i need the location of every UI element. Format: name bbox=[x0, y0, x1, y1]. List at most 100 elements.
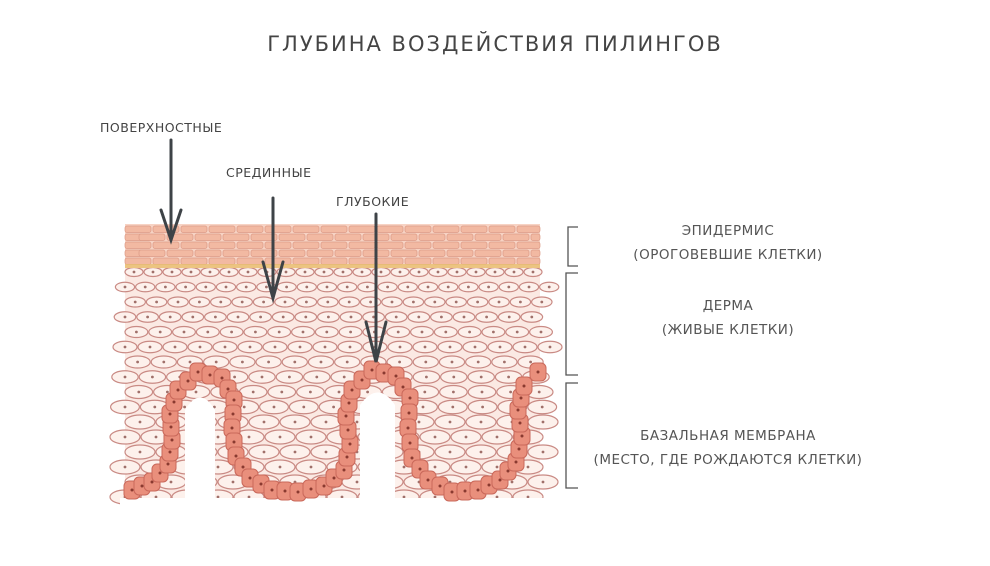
cell-nucleus bbox=[241, 465, 245, 469]
keratinocyte bbox=[348, 257, 376, 265]
keratinocyte bbox=[376, 257, 404, 265]
label-medium: Срединные bbox=[226, 165, 312, 180]
keratinocyte bbox=[404, 257, 432, 265]
cell-nucleus bbox=[507, 315, 511, 319]
cell-nucleus bbox=[479, 420, 483, 424]
cell-nucleus bbox=[433, 465, 437, 469]
cell-nucleus bbox=[507, 285, 511, 289]
keratinocyte bbox=[376, 241, 404, 249]
cell-nucleus bbox=[248, 345, 252, 349]
bracket-dermis bbox=[565, 272, 578, 376]
keratinocyte bbox=[474, 249, 502, 257]
cell-nucleus bbox=[495, 495, 499, 499]
cell-nucleus bbox=[476, 300, 479, 304]
keratinocyte bbox=[180, 225, 208, 233]
cell-nucleus bbox=[183, 405, 187, 409]
cell-nucleus bbox=[242, 405, 246, 409]
cell-nucleus bbox=[507, 375, 510, 379]
cell-nucleus bbox=[408, 396, 412, 400]
cell-nucleus bbox=[444, 330, 448, 334]
cell-nucleus bbox=[492, 330, 495, 334]
cell-nucleus bbox=[487, 285, 490, 289]
keratinocyte bbox=[334, 233, 362, 241]
basal-name: Базальная мембрана bbox=[640, 428, 816, 444]
cell-nucleus bbox=[154, 495, 158, 499]
keratinocyte bbox=[236, 257, 264, 265]
cell-nucleus bbox=[510, 480, 514, 484]
cell-nucleus bbox=[166, 462, 170, 466]
keratinocyte bbox=[432, 225, 460, 233]
keratinocyte bbox=[446, 249, 474, 257]
cell-nucleus bbox=[522, 384, 526, 388]
cell-nucleus bbox=[260, 375, 264, 379]
cell-nucleus bbox=[476, 488, 480, 492]
keratinocyte bbox=[348, 241, 376, 249]
cell-nucleus bbox=[324, 420, 328, 424]
cell-nucleus bbox=[495, 435, 499, 439]
cell-nucleus bbox=[223, 345, 227, 349]
keratinocyte bbox=[488, 241, 516, 249]
cell-nucleus bbox=[398, 270, 402, 274]
cell-nucleus bbox=[425, 375, 428, 379]
cell-nucleus bbox=[138, 450, 142, 454]
keratinocyte bbox=[194, 233, 222, 241]
cell-nucleus bbox=[540, 300, 544, 304]
cell-nucleus bbox=[345, 285, 349, 289]
cell-nucleus bbox=[283, 489, 287, 493]
keratinocyte bbox=[124, 241, 152, 249]
cell-nucleus bbox=[123, 315, 127, 319]
keratinocyte bbox=[306, 233, 334, 241]
cell-nucleus bbox=[342, 468, 346, 472]
label-deep: Глубокие bbox=[336, 194, 410, 209]
papilla-interior bbox=[360, 392, 395, 505]
cell-nucleus bbox=[244, 285, 248, 289]
diagram-title: Глубина воздействия пилингов bbox=[267, 32, 723, 56]
cell-nucleus bbox=[398, 345, 402, 349]
cell-nucleus bbox=[379, 270, 383, 274]
cell-nucleus bbox=[155, 300, 159, 304]
cell-nucleus bbox=[298, 345, 302, 349]
cell-nucleus bbox=[176, 388, 180, 392]
keratinocyte bbox=[264, 225, 292, 233]
keratinocyte bbox=[250, 249, 278, 257]
keratinocyte bbox=[180, 241, 208, 249]
cell-nucleus bbox=[123, 285, 127, 289]
cell-nucleus bbox=[151, 375, 154, 379]
cell-nucleus bbox=[417, 420, 421, 424]
keratinocyte bbox=[516, 225, 541, 233]
papilla-interiors bbox=[120, 392, 545, 518]
keratinocyte bbox=[138, 233, 166, 241]
cell-nucleus bbox=[349, 330, 352, 334]
keratinocyte bbox=[124, 257, 152, 265]
cell-nucleus bbox=[450, 490, 454, 494]
keratinocyte bbox=[530, 233, 541, 241]
cell-nucleus bbox=[273, 345, 277, 349]
cell-nucleus bbox=[382, 371, 386, 375]
cell-nucleus bbox=[301, 330, 305, 334]
cell-nucleus bbox=[349, 315, 353, 319]
keratinocyte bbox=[432, 257, 460, 265]
keratinocyte bbox=[460, 225, 488, 233]
cell-nucleus bbox=[531, 270, 535, 274]
keratinocyte bbox=[418, 233, 446, 241]
keratinocyte bbox=[404, 241, 432, 249]
cell-nucleus bbox=[323, 345, 327, 349]
cell-nucleus bbox=[410, 456, 414, 460]
cell-nucleus bbox=[495, 465, 499, 469]
cell-nucleus bbox=[394, 315, 398, 319]
cell-nucleus bbox=[143, 285, 147, 289]
keratinocyte bbox=[460, 241, 488, 249]
cell-nucleus bbox=[247, 435, 251, 439]
cell-nucleus bbox=[346, 428, 350, 432]
cell-nucleus bbox=[436, 270, 440, 274]
keratinocyte bbox=[194, 249, 222, 257]
cell-nucleus bbox=[226, 387, 230, 391]
cell-nucleus bbox=[540, 405, 544, 409]
cell-nucleus bbox=[420, 330, 424, 334]
cell-nucleus bbox=[539, 330, 543, 334]
cell-nucleus bbox=[421, 405, 425, 409]
cell-nucleus bbox=[433, 435, 437, 439]
cell-nucleus bbox=[355, 480, 359, 484]
cell-nucleus bbox=[151, 270, 155, 274]
